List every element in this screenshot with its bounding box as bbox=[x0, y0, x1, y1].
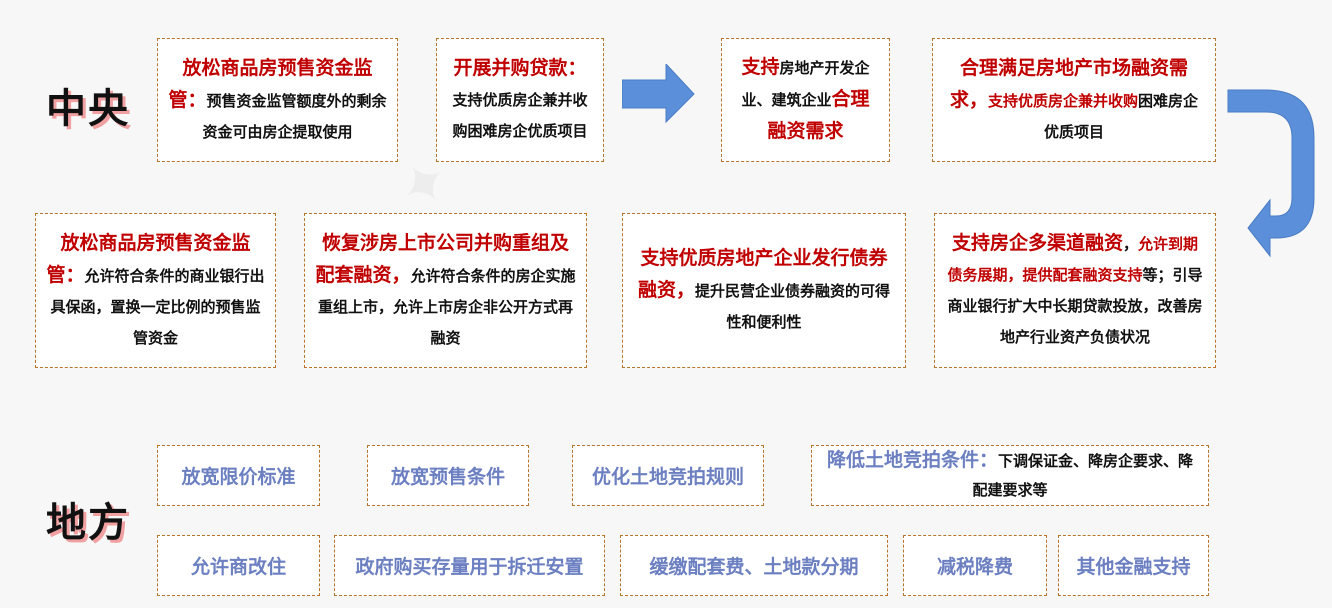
local-policy-box: 降低土地竞拍条件：下调保证金、降房企要求、降配建要求等 bbox=[811, 445, 1209, 506]
policy-text: 困难房企优质项目 bbox=[1043, 91, 1199, 141]
policy-text: 提升民营企业债券融资的可得性和便利性 bbox=[695, 282, 891, 331]
policy-box: 支持优质房地产企业发行债券融资，提升民营企业债券融资的可得性和便利性 bbox=[622, 213, 906, 368]
policy-highlight: 允许到期债务展期，提供配套融资支持 bbox=[947, 235, 1199, 284]
local-policy-label: 其他金融支持 bbox=[1076, 556, 1191, 578]
policy-highlight: 合理融资需求 bbox=[767, 88, 870, 142]
policy-highlight: 放松商品房预售资金监管： bbox=[46, 231, 251, 286]
policy-box: 恢复涉房上市公司并购重组及配套融资，允许符合条件的房企实施重组上市，允许上市房企… bbox=[304, 213, 587, 368]
policy-highlight: 支持优质房地产企业发行债券融资， bbox=[637, 247, 888, 301]
local-policy-box: 缓缴配套费、土地款分期 bbox=[620, 535, 888, 596]
local-policy-label: 降低土地竞拍条件： bbox=[826, 449, 998, 471]
policy-highlight: 支持 bbox=[741, 56, 780, 78]
local-policy-label: 放宽限价标准 bbox=[181, 466, 296, 488]
local-policy-text: 下调保证金、降房企要求、降配建要求等 bbox=[972, 452, 1194, 499]
policy-highlight: 合理满足房地产市场融资需求， bbox=[949, 56, 1188, 111]
policy-text: 等；引导商业银行扩大中长期贷款投放，改善房地产行业资产负债状况 bbox=[947, 266, 1203, 346]
local-policy-label: 放宽预售条件 bbox=[390, 466, 505, 488]
local-policy-label: 缓缴配套费、土地款分期 bbox=[649, 556, 859, 578]
policy-box: 开展并购贷款： 支持优质房企兼并收购困难房企优质项目 bbox=[436, 38, 604, 162]
local-policy-box: 减税降费 bbox=[903, 535, 1047, 596]
policy-highlight: 恢复涉房上市公司并购重组及配套融资， bbox=[315, 231, 569, 286]
policy-text: 预售资金监管额度外的剩余资金可由房企提取使用 bbox=[202, 91, 387, 141]
local-policy-box: 放宽预售条件 bbox=[367, 445, 529, 506]
local-policy-box: 政府购买存量用于拆迁安置 bbox=[334, 535, 605, 596]
label-local: 地方 bbox=[46, 500, 130, 546]
policy-box: 放松商品房预售资金监管：预售资金监管额度外的剩余资金可由房企提取使用 bbox=[157, 38, 398, 162]
policy-highlight: 支持房企多渠道融资 bbox=[951, 232, 1123, 254]
local-policy-box: 其他金融支持 bbox=[1058, 535, 1209, 596]
local-policy-box: 放宽限价标准 bbox=[157, 445, 320, 506]
local-policy-box: 优化土地竞拍规则 bbox=[572, 445, 764, 506]
local-policy-label: 减税降费 bbox=[936, 556, 1013, 578]
policy-box: 放松商品房预售资金监管：允许符合条件的商业银行出具保函，置换一定比例的预售监管资… bbox=[35, 213, 276, 368]
arrow-right-icon bbox=[622, 64, 695, 124]
policy-highlight: 支持优质房企兼并收购 bbox=[987, 91, 1138, 110]
policy-text: 房地产开发企业、建筑企业 bbox=[741, 59, 870, 109]
arrow-curve-icon bbox=[1227, 89, 1315, 258]
policy-text: ， bbox=[1122, 235, 1138, 253]
policy-box: 支持房地产开发企业、建筑企业合理融资需求 bbox=[721, 38, 890, 162]
local-policy-box: 允许商改住 bbox=[157, 535, 320, 596]
policy-highlight: 开展并购贷款： bbox=[453, 57, 587, 79]
policy-text: 允许符合条件的商业银行出具保函，置换一定比例的预售监管资金 bbox=[50, 266, 265, 347]
local-policy-label: 优化土地竞拍规则 bbox=[591, 466, 744, 488]
policy-box: 合理满足房地产市场融资需求，支持优质房企兼并收购困难房企优质项目 bbox=[932, 38, 1216, 162]
policy-highlight: 放松商品房预售资金监管： bbox=[168, 56, 373, 111]
policy-box: 支持房企多渠道融资，允许到期债务展期，提供配套融资支持等；引导商业银行扩大中长期… bbox=[934, 213, 1216, 368]
label-central: 中央 bbox=[46, 86, 130, 132]
local-policy-label: 政府购买存量用于拆迁安置 bbox=[355, 556, 584, 578]
policy-text: 支持优质房企兼并收购困难房企优质项目 bbox=[452, 91, 588, 140]
local-policy-label: 允许商改住 bbox=[190, 556, 286, 578]
policy-text: 允许符合条件的房企实施重组上市，允许上市房企非公开方式再融资 bbox=[317, 266, 576, 347]
